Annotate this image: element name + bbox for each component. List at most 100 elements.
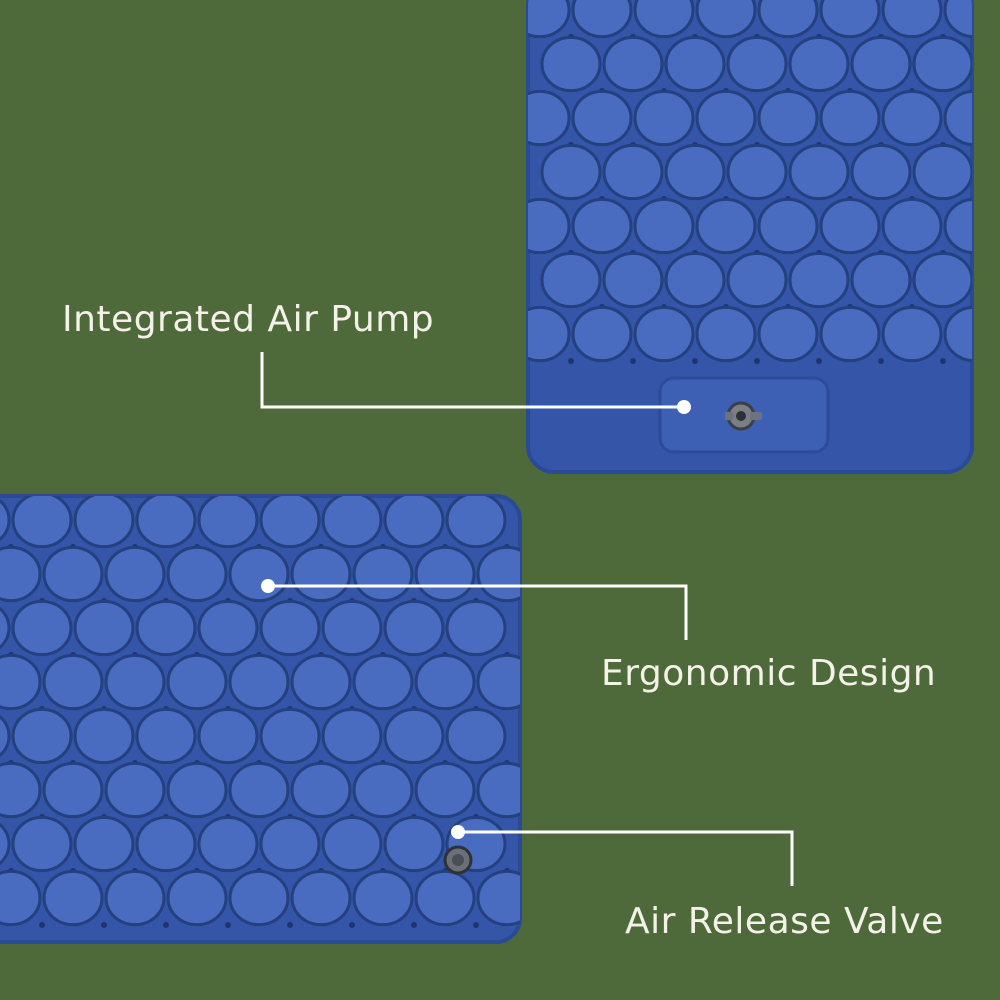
mat-cell (757, 89, 819, 147)
mat-cell (726, 143, 788, 201)
mat-cell (788, 251, 850, 309)
mat-cell (476, 869, 520, 927)
mat-cell (11, 496, 73, 549)
mat-cell (135, 496, 197, 549)
mat-weld-point (411, 922, 417, 928)
mat-cell (135, 599, 197, 657)
mat-cell (321, 815, 383, 873)
mat-cell (11, 815, 73, 873)
mat-cell (445, 496, 507, 549)
mat-cell (602, 35, 664, 93)
mat-cell (383, 815, 445, 873)
mat-cell (528, 305, 571, 363)
mat-cell (259, 815, 321, 873)
mat-weld-point (630, 358, 636, 364)
mat-cell (726, 35, 788, 93)
mat-cell (943, 305, 972, 363)
mat-weld-point (101, 922, 107, 928)
mat-cell (73, 707, 135, 765)
mat-cell (42, 869, 104, 927)
mat-cell (445, 599, 507, 657)
mat-cell (73, 496, 135, 549)
mat-cell (104, 653, 166, 711)
mat-cell (695, 0, 757, 39)
mat-cell (0, 761, 42, 819)
mat-cell (695, 89, 757, 147)
mat-cell (383, 599, 445, 657)
mat-cell (0, 545, 42, 603)
mat-weld-point (535, 922, 541, 928)
mat-cell (197, 707, 259, 765)
mat-cell (352, 869, 414, 927)
mat-cell (383, 707, 445, 765)
mat-cell (352, 545, 414, 603)
mat-cell (943, 89, 972, 147)
mat-weld-point (568, 358, 574, 364)
mat-cell (290, 761, 352, 819)
mat-cell (73, 599, 135, 657)
mat-cell (943, 197, 972, 255)
mat-cell (664, 251, 726, 309)
mat-weld-point (535, 706, 541, 712)
mat-cell (104, 761, 166, 819)
mat-cell (259, 707, 321, 765)
mat-cell (819, 305, 881, 363)
mat-cell (881, 89, 943, 147)
mat-cell (42, 653, 104, 711)
callout-line-ergo (261, 579, 688, 640)
mat-cell (850, 251, 912, 309)
mat-cell (135, 815, 197, 873)
mat-cell (881, 0, 943, 39)
mat-cell (0, 707, 11, 765)
mat-cell (726, 251, 788, 309)
mat-cell (912, 251, 972, 309)
mat-top-right-cells (528, 0, 972, 364)
mat-cell (881, 305, 943, 363)
mat-cell (42, 761, 104, 819)
mat-cell (571, 89, 633, 147)
mat-cell (571, 0, 633, 39)
mat-cell (695, 305, 757, 363)
mat-cell (757, 305, 819, 363)
mat-cell (633, 305, 695, 363)
mat-cell (0, 815, 11, 873)
mat-cell (757, 197, 819, 255)
mat-cell (695, 197, 757, 255)
mat-cell (633, 197, 695, 255)
mat-weld-point (535, 598, 541, 604)
mat-cell (540, 35, 602, 93)
mat-weld-point (535, 814, 541, 820)
mat-cell (228, 869, 290, 927)
mat-cell (602, 143, 664, 201)
mat-cell (321, 707, 383, 765)
callout-line-pump (260, 352, 691, 414)
mat-cell (197, 496, 259, 549)
air-release-valve-icon (443, 845, 473, 875)
mat-cell (445, 707, 507, 765)
mat-cell (788, 35, 850, 93)
mat-weld-point (940, 358, 946, 364)
mat-cell (11, 599, 73, 657)
callout-line-valve (451, 825, 794, 886)
mat-cell (259, 496, 321, 549)
mat-cell (321, 496, 383, 549)
mat-cell (540, 143, 602, 201)
mat-cell (104, 869, 166, 927)
mat-cell (528, 197, 571, 255)
mat-weld-point (163, 922, 169, 928)
mat-cell (819, 197, 881, 255)
mat-weld-point (39, 922, 45, 928)
mat-cell (757, 0, 819, 39)
mat-cell (633, 0, 695, 39)
mat-cell (788, 143, 850, 201)
air-pump-icon (725, 401, 762, 431)
mat-weld-point (754, 358, 760, 364)
mat-cell (912, 35, 972, 93)
mat-cell (383, 496, 445, 549)
mat-cell (0, 869, 42, 927)
mat-cell (166, 545, 228, 603)
mat-cell (166, 653, 228, 711)
mat-weld-point (878, 358, 884, 364)
